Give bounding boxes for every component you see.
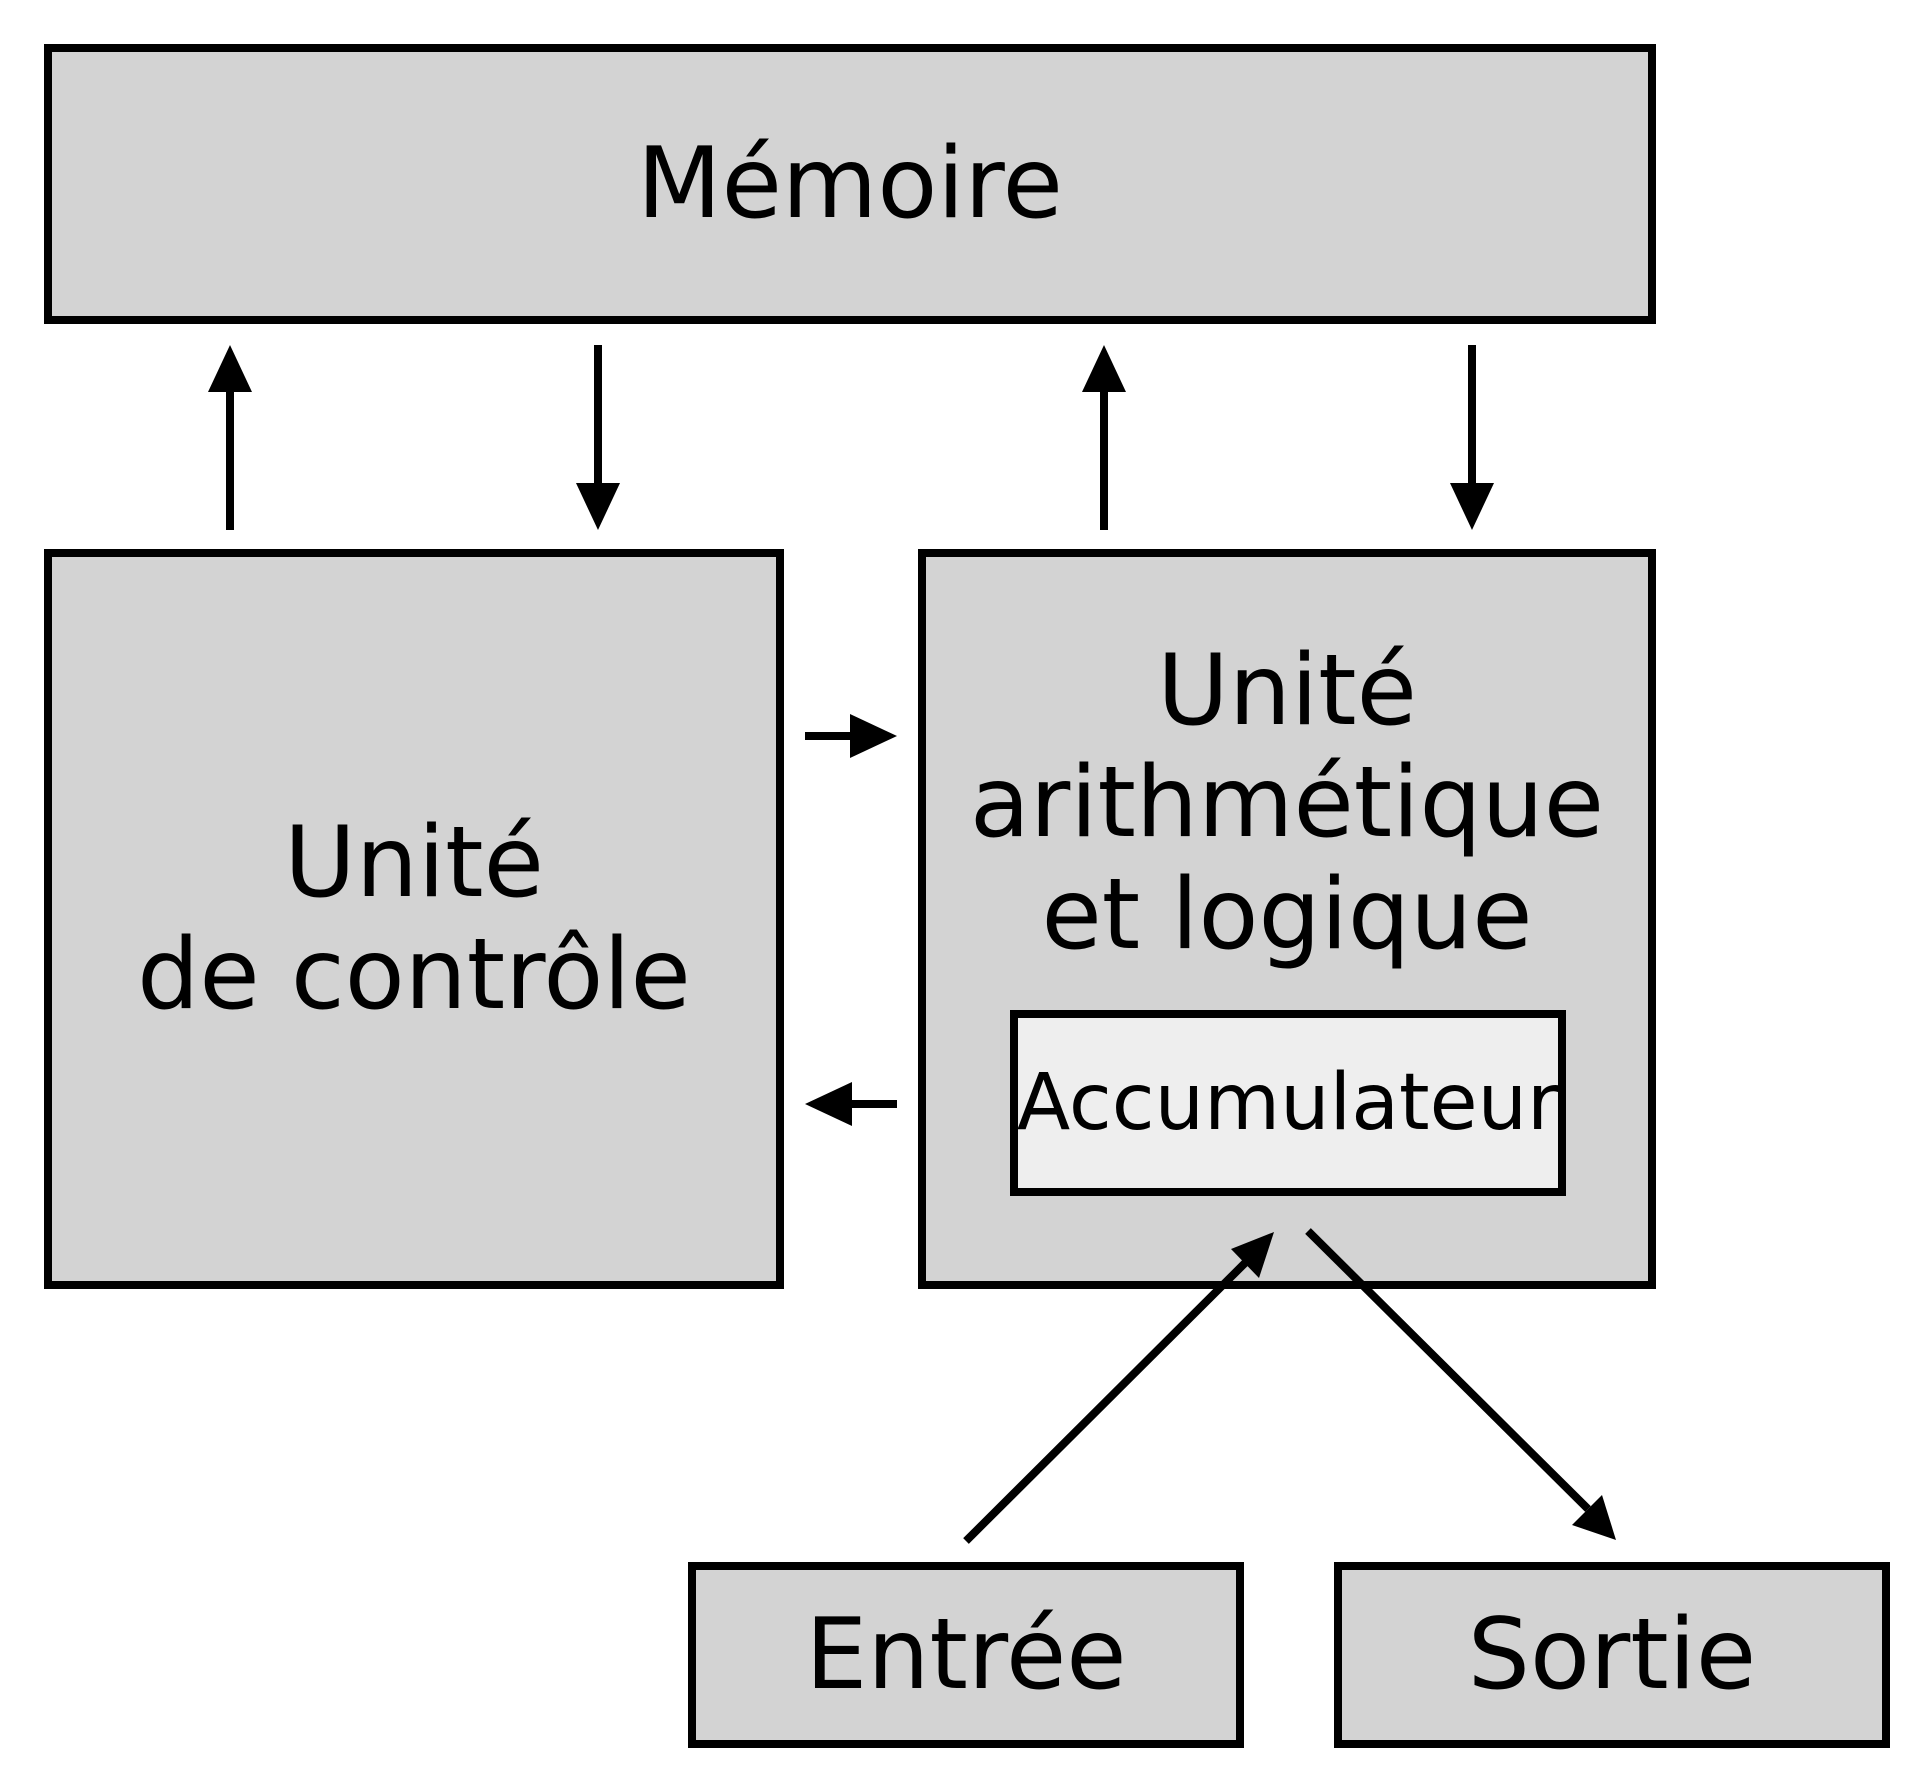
control-unit-label-line1: Unité xyxy=(284,806,544,920)
alu-label-line1: Unité xyxy=(1157,634,1417,748)
arrow-alu-to-control-head xyxy=(805,1082,852,1126)
accumulator-label: Accumulateur xyxy=(1016,1058,1560,1148)
accumulator-box: Accumulateur xyxy=(1010,1010,1566,1196)
control-unit-label-line2: de contrôle xyxy=(137,918,691,1032)
control-unit-label: Unité de contrôle xyxy=(137,807,691,1031)
arrow-input-to-accumulator-head xyxy=(1231,1232,1274,1278)
memory-label: Mémoire xyxy=(637,127,1063,241)
control-unit-box: Unité de contrôle xyxy=(44,549,784,1289)
arrow-control-to-alu-head xyxy=(850,714,897,758)
arrow-memory-to-alu-head xyxy=(1450,483,1494,530)
memory-box: Mémoire xyxy=(44,44,1656,324)
alu-label-line3: et logique xyxy=(1041,858,1533,972)
alu-label-line2: arithmétique xyxy=(969,746,1605,860)
input-box: Entrée xyxy=(688,1562,1244,1748)
arrow-input-to-accumulator-shaft xyxy=(963,1260,1248,1544)
arrow-control-to-memory-head xyxy=(208,345,252,392)
arrow-accumulator-to-output-head xyxy=(1572,1495,1616,1540)
alu-label: Unité arithmétique et logique xyxy=(970,635,1604,971)
input-label: Entrée xyxy=(805,1598,1127,1712)
arrow-alu-to-memory-head xyxy=(1082,345,1126,392)
arrow-memory-to-control-head xyxy=(576,483,620,530)
arrow-accumulator-to-output-shaft xyxy=(1305,1228,1591,1512)
output-label: Sortie xyxy=(1467,1598,1757,1712)
output-box: Sortie xyxy=(1334,1562,1890,1748)
